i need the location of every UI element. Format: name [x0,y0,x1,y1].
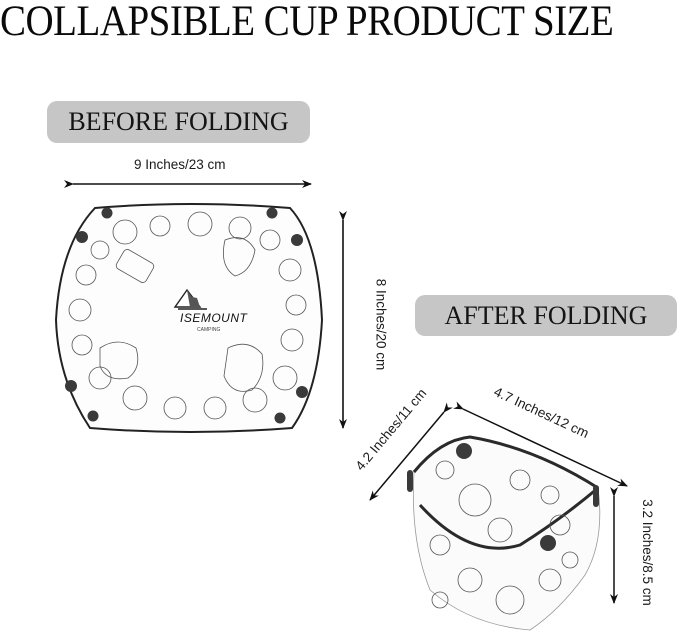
before-folding-label: BEFORE FOLDING [47,101,310,143]
flat-cup-illustration [54,203,324,433]
before-width-dimension: 9 Inches/23 cm [134,157,226,172]
brand-logo-text: ISEMOUNT [180,311,248,325]
after-depth-arrow [369,402,453,501]
before-height-dimension: 8 Inches/20 cm [373,278,389,371]
folded-cup-illustration [407,435,601,631]
brand-logo-icon [173,288,207,310]
after-folding-label: AFTER FOLDING [415,295,677,336]
after-height-dimension: 3.2 Inches/8.5 cm [639,499,655,606]
after-width-arrow [453,401,628,487]
page-title: COLLAPSIBLE CUP PRODUCT SIZE [0,0,614,46]
brand-logo-subtext: CAMPING [197,327,221,333]
